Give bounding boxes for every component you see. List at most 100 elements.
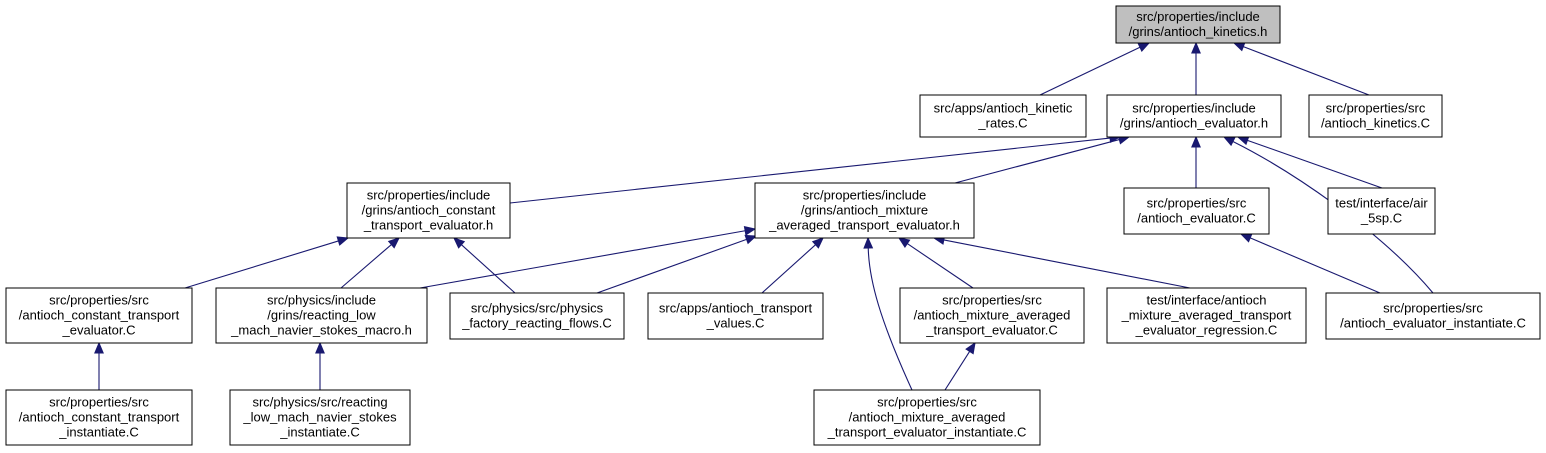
edge-n3-n0 [1232,42,1370,96]
edge-n11-n5 [761,237,824,294]
node-label-line: _rates.C [977,116,1027,131]
node-box [1123,187,1270,235]
node-label-line: test/interface/air [1335,196,1428,211]
edge-line [340,244,392,289]
node-label-line: /grins/antioch_constant [362,203,496,218]
node-label-line: src/properties/include [1132,101,1256,116]
node-apps-antioch-transport-values-c[interactable]: src/apps/antioch_transport_values.C [647,292,824,340]
node-antioch-kinetics-h[interactable]: src/properties/include/grins/antioch_kin… [1115,5,1281,44]
edge-n17-n5 [863,236,913,391]
arrowhead-icon [1222,136,1236,147]
arrowhead-icon [94,341,104,354]
node-label-line: src/physics/src/physics [471,301,604,316]
node-test-interface-air-5sp-c[interactable]: test/interface/air_5sp.C [1327,187,1436,235]
node-label-line: src/properties/src [49,395,149,410]
node-label-line: src/apps/antioch_kinetic [934,101,1073,116]
node-src-antioch-kinetics-c[interactable]: src/properties/src/antioch_kinetics.C [1308,94,1443,138]
node-reacting-low-mach-navier-stokes-macro-h[interactable]: src/physics/include/grins/reacting_low_m… [215,287,428,344]
node-box [1325,292,1541,340]
edge-line [1039,46,1141,96]
node-label-line: src/properties/src [877,395,977,410]
node-label-line: _low_mach_navier_stokes [242,410,397,425]
edge-line [461,244,516,294]
node-label-line: /antioch_kinetics.C [1321,116,1430,131]
node-label-line: src/properties/src [1147,196,1247,211]
arrowhead-icon [1239,233,1253,243]
node-label-line: /grins/antioch_mixture [801,203,928,218]
edge-line [906,243,974,289]
edge-n10-n4 [453,237,516,294]
node-label-line: /antioch_mixture_averaged [849,410,1006,425]
node-apps-antioch-kinetic-rates-c[interactable]: src/apps/antioch_kinetic_rates.C [919,94,1087,138]
node-box [5,287,193,344]
node-src-antioch-constant-transport-instantiate-c[interactable]: src/properties/src/antioch_constant_tran… [5,389,193,446]
node-label-line: _transport_evaluator_instantiate.C [827,425,1027,440]
node-src-antioch-evaluator-c[interactable]: src/properties/src/antioch_evaluator.C [1123,187,1270,235]
node-box [1106,94,1282,138]
edge-n9-n4 [340,237,400,289]
node-label-line: _transport_evaluator.h [363,218,493,233]
node-box [919,94,1087,138]
node-box [647,292,824,340]
node-label-line: _averaged_transport_evaluator.h [768,218,960,233]
node-label-line: _values.C [706,316,765,331]
node-test-mixture-averaged-transport-evaluator-regression-c[interactable]: test/interface/antioch_mixture_averaged_… [1106,287,1307,344]
node-box [229,389,411,446]
edge-line [761,244,816,294]
arrowhead-icon [336,236,350,246]
node-label-line: _5sp.C [1360,211,1402,226]
node-antioch-evaluator-h[interactable]: src/properties/include/grins/antioch_eva… [1106,94,1282,138]
node-reacting-low-mach-navier-stokes-instantiate-c[interactable]: src/physics/src/reacting_low_mach_navier… [229,389,411,446]
edge-line [1247,139,1383,189]
edge-line [944,351,971,391]
arrowhead-icon [1232,42,1246,52]
node-label-line: src/properties/include [803,188,927,203]
node-src-antioch-constant-transport-evaluator-c[interactable]: src/properties/src/antioch_constant_tran… [5,287,193,344]
node-src-antioch-mixture-averaged-transport-evaluator-c[interactable]: src/properties/src/antioch_mixture_avera… [899,287,1085,344]
edge-line [184,240,339,289]
arrowhead-icon [897,237,911,248]
node-src-antioch-mixture-averaged-transport-evaluator-instantiate-c[interactable]: src/properties/src/antioch_mixture_avera… [813,389,1041,446]
node-label-line: /antioch_constant_transport [19,308,180,323]
node-box [346,182,511,239]
edge-line [954,139,1120,184]
node-physics-factory-reacting-flows-c[interactable]: src/physics/src/physics_factory_reacting… [449,292,625,340]
arrowhead-icon [811,237,824,249]
edge-line [509,137,1111,204]
node-antioch-mixture-averaged-transport-evaluator-h[interactable]: src/properties/include/grins/antioch_mix… [754,182,975,239]
node-box [899,287,1085,344]
node-label-line: src/apps/antioch_transport [659,301,813,316]
arrowhead-icon [315,341,325,354]
edge-n14-n6 [1239,233,1381,294]
arrowhead-icon [743,225,757,236]
edge-line [867,247,913,391]
node-label-line: _instantiate.C [58,425,139,440]
node-box [1327,187,1436,235]
edge-n10-n5 [596,234,758,294]
node-label-line: _instantiate.C [279,425,360,440]
nodes-layer: src/properties/include/grins/antioch_kin… [5,5,1541,446]
node-label-line: src/properties/src [49,293,149,308]
node-label-line: /antioch_evaluator_instantiate.C [1340,316,1526,331]
node-label-line: /grins/antioch_kinetics.h [1129,24,1268,39]
node-label-line: src/physics/include [267,293,376,308]
arrowhead-icon [1236,135,1250,146]
node-antioch-constant-transport-evaluator-h[interactable]: src/properties/include/grins/antioch_con… [346,182,511,239]
arrowhead-icon [1137,42,1151,52]
node-label-line: src/properties/src [1383,301,1483,316]
edge-n2-n0 [1191,41,1201,95]
edge-line [943,239,1191,289]
edge-n7-n2 [1236,135,1383,189]
node-label-line: src/properties/src [1326,101,1426,116]
node-label-line: src/properties/src [942,293,1042,308]
node-label-line: _mixture_averaged_transport [1121,308,1292,323]
node-label-line: /antioch_constant_transport [19,410,180,425]
edge-n17-n12 [944,341,976,391]
node-box [1308,94,1443,138]
node-label-line: src/properties/include [367,188,491,203]
edge-line [596,238,747,294]
node-box [813,389,1041,446]
node-src-antioch-evaluator-instantiate-c[interactable]: src/properties/src/antioch_evaluator_ins… [1325,292,1541,340]
edge-n15-n8 [94,341,104,390]
node-label-line: src/physics/src/reacting [252,395,387,410]
